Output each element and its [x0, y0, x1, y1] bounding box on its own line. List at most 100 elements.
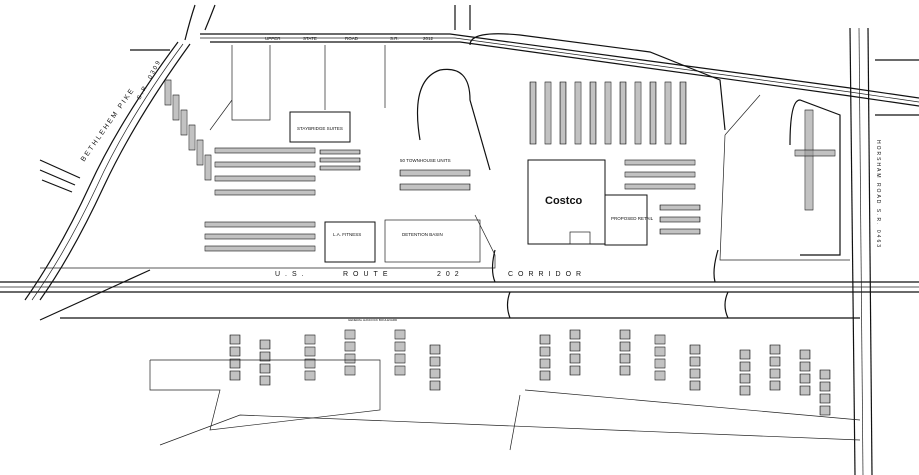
parking-row [569, 341, 581, 352]
parking-row [819, 381, 831, 392]
parking-row [180, 109, 188, 136]
horsham-retail-lot [789, 99, 841, 256]
parking-row [259, 363, 271, 374]
parking-row [739, 385, 751, 396]
parking-row [204, 221, 316, 228]
parking-row [229, 346, 241, 357]
parking-row [559, 81, 567, 145]
townhouse-label: 50 TOWNHOUSE UNITS [400, 158, 451, 163]
parcel-lines [40, 45, 861, 451]
parking-row [429, 356, 441, 367]
parking-row [204, 154, 212, 181]
parking-row [739, 373, 751, 384]
parking-row [569, 329, 581, 340]
parking-row [619, 365, 631, 376]
upper-state-road-label-3: ROAD [345, 36, 359, 41]
parking-row [794, 149, 836, 157]
parking-row [689, 356, 701, 367]
parking-row [769, 344, 781, 355]
parking-row [394, 341, 406, 352]
parking-row [739, 349, 751, 360]
parking-row [188, 124, 196, 151]
bethlehem-pike [24, 41, 191, 301]
parking-row [654, 334, 666, 345]
parking-row [589, 81, 597, 145]
costco-building [527, 159, 606, 245]
parking-row [259, 375, 271, 386]
parking-row [229, 334, 241, 345]
parking-row [394, 329, 406, 340]
parking-row [319, 165, 361, 171]
parking-row [304, 370, 316, 381]
upper-state-road [184, 4, 919, 107]
parking-row [344, 341, 356, 352]
parking-row [569, 365, 581, 376]
parking-row [399, 169, 471, 177]
parking-row [679, 81, 687, 145]
parking-row [659, 228, 701, 235]
townhouse-loop-road [416, 68, 491, 171]
la-fitness-building [324, 221, 376, 263]
parking-row [544, 81, 552, 145]
parking-row [344, 329, 356, 340]
la-fitness-label: L.A. FITNESS [333, 232, 361, 237]
parking-row [689, 368, 701, 379]
parking-row [689, 344, 701, 355]
parking-row [164, 79, 172, 106]
parking-row [574, 81, 582, 145]
staybridge-label: STAYBRIDGE SUITES [297, 126, 343, 131]
parking-lots [164, 79, 836, 416]
parking-row [539, 334, 551, 345]
parking-row [634, 81, 642, 145]
parking-row [664, 81, 672, 145]
parking-row [619, 353, 631, 364]
general-hancock-label: GENERAL HANCOCK BOULEVARD [348, 318, 398, 322]
route-202-label-route: ROUTE [343, 271, 393, 278]
parking-row [739, 361, 751, 372]
costco-label: Costco [545, 195, 583, 207]
parking-row [659, 216, 701, 223]
retail-ring-road [469, 33, 726, 131]
parking-row [799, 373, 811, 384]
detention-basin [384, 219, 481, 263]
parking-row [529, 81, 537, 145]
parking-row [394, 353, 406, 364]
proposed-retail-building [604, 194, 648, 246]
parking-row [619, 81, 627, 145]
horsham-road [849, 27, 919, 475]
parking-row [304, 346, 316, 357]
bethlehem-pike-sr-label: S.R. 0309 [136, 59, 162, 101]
parking-row [819, 393, 831, 404]
route-202-label-number: 202 [437, 271, 464, 278]
parking-row [569, 353, 581, 364]
parking-row [654, 358, 666, 369]
parking-row [394, 365, 406, 376]
parking-row [619, 341, 631, 352]
parking-row [769, 380, 781, 391]
parking-row [799, 349, 811, 360]
parking-row [689, 380, 701, 391]
parking-row [319, 157, 361, 163]
parking-row [604, 81, 612, 145]
parking-row [429, 380, 441, 391]
parking-row [259, 339, 271, 350]
parking-row [819, 369, 831, 380]
parking-row [624, 159, 696, 166]
parking-row [229, 358, 241, 369]
parking-row [654, 346, 666, 357]
route-202-label-us: U.S. [275, 271, 309, 278]
parking-row [539, 358, 551, 369]
parking-row [259, 351, 271, 362]
detention-basin-label: DETENTION BASIN [402, 232, 443, 237]
upper-state-road-label-2: STATE [303, 36, 317, 41]
parking-row [539, 346, 551, 357]
parking-row [172, 94, 180, 121]
parking-row [429, 344, 441, 355]
parking-row [769, 356, 781, 367]
parking-row [769, 368, 781, 379]
parking-row [214, 147, 316, 154]
parking-row [619, 329, 631, 340]
parking-row [799, 361, 811, 372]
